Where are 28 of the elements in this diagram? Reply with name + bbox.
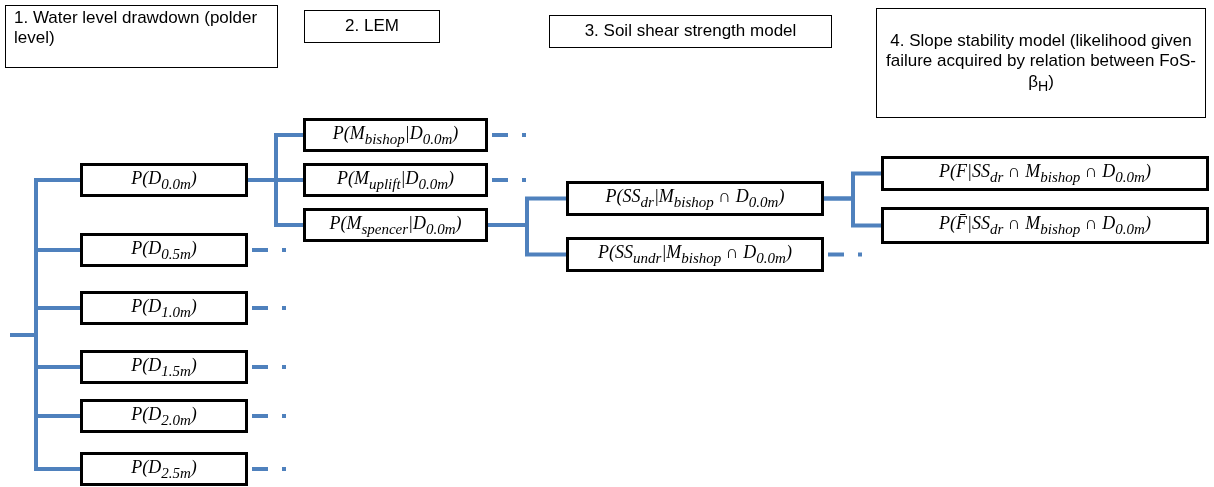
connector-line [488,223,566,257]
probability-box: P(D$_{1.0m}$) [80,291,248,325]
probability-box: P(D$_{2.5m}$) [80,452,248,486]
dashed-connector [492,178,526,182]
probability-box: P(D$_{0.0m}$) [80,163,248,197]
connector-line [824,196,881,228]
probability-box: P(D$_{0.5m}$) [80,233,248,267]
probability-box: P(D$_{1.5m}$) [80,350,248,384]
probability-box: P(M$_{bishop}$|D$_{0.0m}$) [303,118,488,152]
probability-box: P(SS$_{dr}$|M$_{bishop}$ ∩ D$_{0.0m}$) [566,181,824,216]
probability-box: P(M$_{spencer}$|D$_{0.0m}$) [303,208,488,242]
probability-box: P(M$_{uplift}$|D$_{0.0m}$) [303,163,488,197]
header-box: 4. Slope stability model (likelihood given failure acquired by relation between FoS-β$_{H}$) [876,8,1206,118]
dashed-connector [252,467,286,471]
dashed-connector [252,365,286,369]
dashed-connector [252,248,286,252]
header-box: 1. Water level drawdown (polder level) [5,5,278,68]
header-box: 3. Soil shear strength model [549,15,832,48]
dashed-connector [828,252,862,257]
dashed-connector [252,306,286,310]
probability-box: P(F̄|SS$_{dr}$ ∩ M$_{bishop}$ ∩ D$_{0.0m}$) [881,207,1209,244]
dashed-connector [492,133,526,137]
probability-box: P(D$_{2.0m}$) [80,399,248,433]
connector-line [248,178,303,227]
header-box: 2. LEM [304,10,440,43]
dashed-connector [252,414,286,418]
probability-box: P(SS$_{undr}$|M$_{bishop}$ ∩ D$_{0.0m}$) [566,237,824,272]
probability-box: P(F|SS$_{dr}$ ∩ M$_{bishop}$ ∩ D$_{0.0m}$) [881,156,1209,191]
